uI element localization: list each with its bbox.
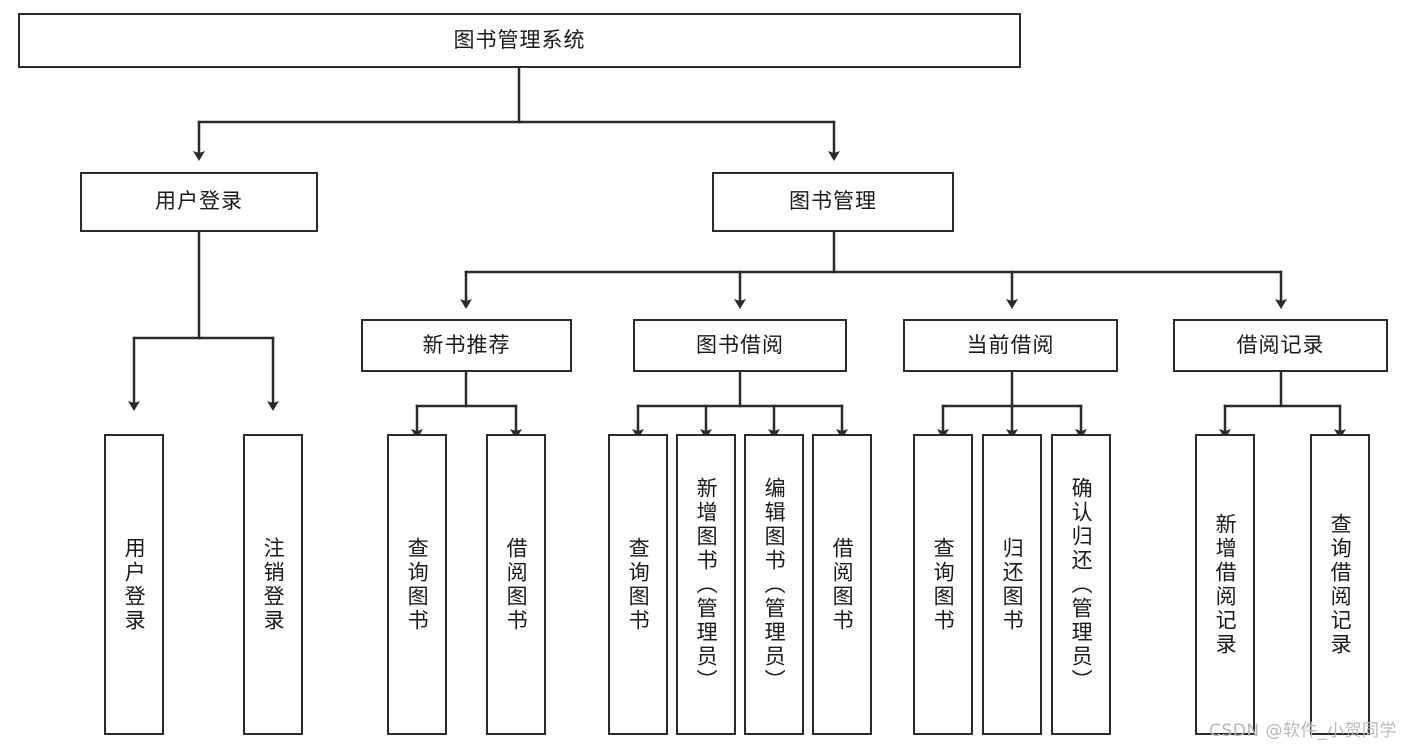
node-current-borrow[interactable]: 当前借阅	[903, 319, 1118, 372]
node-book-manage[interactable]: 图书管理	[712, 172, 954, 232]
node-leaf-add-book[interactable]: 新增图书（管理员）	[676, 434, 736, 735]
node-current-borrow-label: 当前借阅	[966, 332, 1055, 357]
node-leaf-borrow-book-1[interactable]: 借阅图书	[486, 434, 546, 735]
node-leaf-add-record-label: 新增借阅记录	[1213, 512, 1238, 657]
node-leaf-add-book-label: 新增图书（管理员）	[694, 476, 719, 693]
node-new-book-rec-label: 新书推荐	[422, 332, 511, 357]
node-leaf-edit-book-label: 编辑图书（管理员）	[762, 476, 787, 693]
node-leaf-return-book-label: 归还图书	[1000, 536, 1025, 633]
node-leaf-query-book-3[interactable]: 查询图书	[913, 434, 973, 735]
node-new-book-rec[interactable]: 新书推荐	[361, 319, 572, 372]
node-leaf-query-record-label: 查询借阅记录	[1328, 512, 1353, 657]
node-leaf-user-login-label: 用户登录	[122, 536, 147, 633]
node-leaf-borrow-book-1-label: 借阅图书	[504, 536, 529, 633]
node-root-label: 图书管理系统	[453, 27, 586, 52]
node-book-manage-label: 图书管理	[789, 189, 877, 214]
node-leaf-user-logout[interactable]: 注销登录	[243, 434, 303, 735]
node-leaf-query-book-1-label: 查询图书	[405, 536, 430, 633]
node-root[interactable]: 图书管理系统	[18, 13, 1021, 68]
node-leaf-confirm-return[interactable]: 确认归还（管理员）	[1051, 434, 1111, 735]
node-user-login[interactable]: 用户登录	[80, 172, 318, 232]
watermark-text: CSDN @软件_小贺同学	[1209, 721, 1397, 741]
node-leaf-add-record[interactable]: 新增借阅记录	[1195, 434, 1255, 735]
node-leaf-return-book[interactable]: 归还图书	[982, 434, 1042, 735]
node-leaf-query-book-3-label: 查询图书	[931, 536, 956, 633]
node-leaf-edit-book[interactable]: 编辑图书（管理员）	[744, 434, 804, 735]
node-leaf-query-record[interactable]: 查询借阅记录	[1310, 434, 1370, 735]
node-book-borrow[interactable]: 图书借阅	[633, 319, 847, 372]
node-book-borrow-label: 图书借阅	[696, 332, 784, 357]
node-borrow-record-label: 借阅记录	[1236, 332, 1325, 357]
node-leaf-borrow-book-2[interactable]: 借阅图书	[812, 434, 872, 735]
node-borrow-record[interactable]: 借阅记录	[1173, 319, 1388, 372]
node-user-login-label: 用户登录	[155, 189, 243, 214]
node-leaf-query-book-1[interactable]: 查询图书	[387, 434, 447, 735]
node-leaf-query-book-2[interactable]: 查询图书	[608, 434, 668, 735]
node-leaf-borrow-book-2-label: 借阅图书	[830, 536, 855, 633]
node-leaf-user-logout-label: 注销登录	[261, 536, 286, 633]
node-leaf-query-book-2-label: 查询图书	[626, 536, 651, 633]
node-leaf-user-login[interactable]: 用户登录	[104, 434, 164, 735]
node-leaf-confirm-return-label: 确认归还（管理员）	[1069, 476, 1094, 693]
